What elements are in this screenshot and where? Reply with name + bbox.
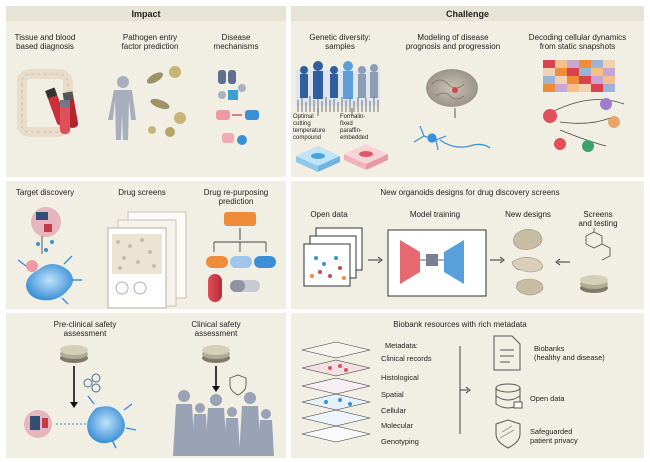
metadata-item-histological: Histological — [381, 373, 419, 382]
label-pathogen-entry: Pathogen entry factor prediction — [121, 33, 179, 51]
label-genetic-diversity: Genetic diversity: samples — [309, 33, 371, 51]
label-disease-mechanisms: Disease mechanisms — [213, 33, 259, 51]
pathogen-icons — [146, 66, 186, 137]
drug-screen-plates-icon — [107, 211, 187, 309]
label-drug-repurposing: Drug re-purposing prediction — [203, 188, 269, 206]
chemical-structure-icon — [585, 228, 611, 261]
database-icon — [495, 383, 523, 409]
preclinical-organoid-icon — [24, 410, 86, 438]
heatmap-icon — [543, 60, 615, 92]
label-ffpe: Formalin- fixed paraffin- embedded — [340, 114, 369, 141]
preclinical-pills-icon — [60, 345, 88, 363]
blood-tubes-icon — [45, 87, 79, 134]
blue-cell-icon — [17, 255, 82, 305]
preclinical-blue-cell-icon — [87, 395, 137, 449]
cell-trajectory-icon — [543, 98, 625, 152]
label-open-data: Open data — [310, 210, 348, 219]
label-organoid-designs: New organoids designs for drug discovery… — [380, 188, 560, 197]
privacy-shield-icon — [495, 419, 521, 449]
shield-icon — [229, 374, 247, 396]
metadata-item-genotyping: Genotyping — [381, 437, 419, 446]
label-model-training: Model training — [409, 210, 461, 219]
label-preclinical-safety: Pre-clinical safety assessment — [53, 320, 117, 338]
metadata-header: Metadata: — [385, 341, 418, 350]
label-open-data-bottom: Open data — [530, 394, 565, 403]
label-decoding-dynamics: Decoding cellular dynamics from static s… — [528, 33, 627, 51]
bracket-connector — [459, 346, 468, 434]
target-discovery-icon — [26, 207, 61, 272]
pill-stack-icon — [580, 275, 608, 293]
label-target-discovery: Target discovery — [15, 188, 75, 197]
label-new-designs: New designs — [505, 210, 551, 219]
protein-complex-icon — [216, 70, 259, 145]
molecule-icon — [83, 373, 101, 393]
brain-icon — [426, 69, 478, 118]
label-oct-compound: Optimal cutting temperature compound — [293, 114, 326, 141]
neuron-icon — [413, 125, 491, 151]
metadata-item-clinical: Clinical records — [381, 354, 432, 363]
sample-block-oct-icon — [296, 146, 340, 172]
metadata-layers-icon — [301, 341, 371, 443]
open-data-stack-icon — [303, 227, 363, 287]
label-modeling-disease: Modeling of disease prognosis and progre… — [405, 33, 501, 51]
clinical-pills-icon — [202, 345, 230, 363]
label-biobank-resources: Biobank resources with rich metadata — [393, 320, 527, 329]
label-drug-screens: Drug screens — [118, 188, 166, 197]
label-biobanks: Biobanks (healthy and disease) — [534, 344, 605, 362]
metadata-item-cellular: Cellular — [381, 406, 407, 415]
sample-block-ffpe-icon — [344, 144, 388, 170]
new-designs-icon — [511, 229, 544, 296]
model-training-icon — [387, 229, 487, 297]
challenge-header: Challenge — [291, 6, 644, 21]
metadata-item-molecular: Molecular — [381, 421, 414, 430]
impact-header: Impact — [6, 6, 286, 21]
metadata-item-spatial: Spatial — [381, 390, 404, 399]
label-tissue-blood-diagnosis: Tissue and blood based diagnosis — [14, 33, 76, 51]
crowd-silhouettes-icon — [173, 390, 274, 456]
label-screens-testing: Screens and testing — [578, 210, 618, 228]
label-clinical-safety: Clinical safety assessment — [191, 320, 241, 338]
people-silhouettes-icon — [296, 61, 380, 116]
drug-repurposing-icon — [206, 212, 276, 302]
human-silhouette-icon — [108, 76, 136, 140]
document-icon — [493, 335, 521, 371]
label-patient-privacy: Safeguarded patient privacy — [530, 427, 578, 445]
impact-row3-panel — [6, 313, 286, 458]
